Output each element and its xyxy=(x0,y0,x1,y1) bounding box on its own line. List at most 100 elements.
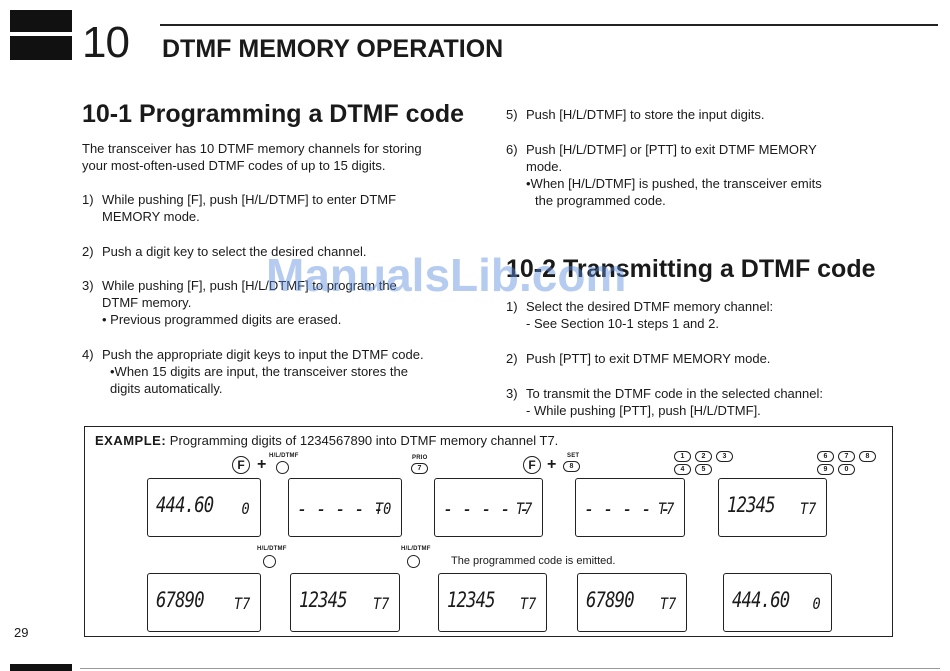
lcd-main-readout: - - - - - xyxy=(584,497,671,521)
step-bullet: the programmed code. xyxy=(535,193,666,208)
hl-dtmf-key-icon xyxy=(263,555,276,568)
lcd-display: - - - - - T0 xyxy=(288,478,402,537)
step-4: 4) Push the appropriate digit keys to in… xyxy=(82,346,477,397)
f-key-icon: F xyxy=(232,456,250,474)
digit-7-key-icon: 7 xyxy=(838,451,855,462)
lcd-channel-readout: T7 xyxy=(799,499,816,518)
lcd-channel-readout: 0 xyxy=(241,499,250,518)
digit-2-key-icon: 2 xyxy=(695,451,712,462)
page-number: 29 xyxy=(14,625,29,640)
lcd-main-readout: 444.60 xyxy=(156,493,214,517)
hl-dtmf-label: H/L/DTMF xyxy=(257,546,287,552)
section-1-left-column: The transceiver has 10 DTMF memory chann… xyxy=(82,140,477,397)
step-text: While pushing [F], push [H/L/DTMF] to pr… xyxy=(102,278,397,293)
digit-1-key-icon: 1 xyxy=(674,451,691,462)
step-sub: - See Section 10-1 steps 1 and 2. xyxy=(526,316,719,331)
digit-0-key-icon: 0 xyxy=(838,464,855,475)
lcd-main-readout: 12345 xyxy=(727,493,776,517)
step-6: 6) Push [H/L/DTMF] or [PTT] to exit DTMF… xyxy=(506,141,898,209)
lcd-channel-readout: T7 xyxy=(233,594,250,613)
intro-line-2: your most-often-used DTMF codes of up to… xyxy=(82,158,386,173)
step-text: While pushing [F], push [H/L/DTMF] to en… xyxy=(102,192,397,207)
chapter-number: 10 xyxy=(82,18,130,67)
example-caption: EXAMPLE: Programming digits of 123456789… xyxy=(95,433,558,448)
step-number: 1) xyxy=(82,192,94,207)
step-sub: - While pushing [PTT], push [H/L/DTMF]. xyxy=(526,403,761,418)
step-number: 6) xyxy=(506,142,518,157)
s2-step-2: 2) Push [PTT] to exit DTMF MEMORY mode. xyxy=(506,350,898,367)
hl-dtmf-label: H/L/DTMF xyxy=(401,546,431,552)
step-bullet: •When 15 digits are input, the transceiv… xyxy=(110,364,408,379)
plus-sign: + xyxy=(547,456,557,473)
s2-step-1: 1) Select the desired DTMF memory channe… xyxy=(506,298,898,332)
example-text: Programming digits of 1234567890 into DT… xyxy=(169,433,559,448)
digit-4-key-icon: 4 xyxy=(674,464,691,475)
lcd-main-readout: 12345 xyxy=(447,588,496,612)
step-text: mode. xyxy=(526,159,563,174)
example-box: EXAMPLE: Programming digits of 123456789… xyxy=(84,426,893,637)
lcd-channel-readout: T7 xyxy=(372,594,389,613)
section-1-heading: 10-1 Programming a DTMF code xyxy=(82,100,465,128)
lcd-display: 67890 T7 xyxy=(147,573,261,632)
step-text: DTMF memory. xyxy=(102,295,192,310)
lcd-channel-readout: 0 xyxy=(812,594,821,613)
step-text: To transmit the DTMF code in the selecte… xyxy=(526,386,823,401)
step-number: 3) xyxy=(506,386,518,401)
lcd-main-readout: 67890 xyxy=(586,588,635,612)
step-3: 3) While pushing [F], push [H/L/DTMF] to… xyxy=(82,277,477,328)
intro-line-1: The transceiver has 10 DTMF memory chann… xyxy=(82,141,422,156)
step-bullet: digits automatically. xyxy=(110,381,223,396)
step-bullet: •When [H/L/DTMF] is pushed, the transcei… xyxy=(526,176,822,191)
lcd-display: - - - - - T7 xyxy=(575,478,685,537)
watermark-text: ManualsLib.com xyxy=(266,249,627,301)
digit-9-key-icon: 9 xyxy=(817,464,834,475)
hl-dtmf-key-icon xyxy=(407,555,420,568)
step-text: Push [H/L/DTMF] or [PTT] to exit DTMF ME… xyxy=(526,142,817,157)
step-text: MEMORY mode. xyxy=(102,209,200,224)
step-text: Push a digit key to select the desired c… xyxy=(102,244,367,259)
section-2-heading: 10-2 Transmitting a DTMF code xyxy=(506,255,876,283)
prio-7-key-icon: 7 xyxy=(411,463,428,474)
step-2: 2) Push a digit key to select the desire… xyxy=(82,243,477,260)
step-text: Push [PTT] to exit DTMF MEMORY mode. xyxy=(526,351,771,366)
step-text: Select the desired DTMF memory channel: xyxy=(526,299,774,314)
hl-dtmf-key-icon xyxy=(276,461,289,474)
digit-6-key-icon: 6 xyxy=(817,451,834,462)
prio-label: PRIO xyxy=(412,455,428,461)
lcd-main-readout: - - - - - xyxy=(443,497,530,521)
step-number: 1) xyxy=(506,299,518,314)
lcd-display: 67890 T7 xyxy=(577,573,687,632)
chapter-title: DTMF MEMORY OPERATION xyxy=(162,35,504,63)
step-number: 3) xyxy=(82,278,94,293)
example-label: EXAMPLE: xyxy=(95,433,167,448)
s2-step-3: 3) To transmit the DTMF code in the sele… xyxy=(506,385,898,419)
lcd-main-readout: 12345 xyxy=(299,588,348,612)
digit-3-key-icon: 3 xyxy=(716,451,733,462)
section-2-column: 1) Select the desired DTMF memory channe… xyxy=(506,298,898,419)
lcd-main-readout: - - - - - xyxy=(297,497,384,521)
hl-dtmf-label: H/L/DTMF xyxy=(269,453,299,459)
lcd-display: 444.60 0 xyxy=(147,478,261,537)
emitted-note: The programmed code is emitted. xyxy=(451,555,616,567)
step-5: 5) Push [H/L/DTMF] to store the input di… xyxy=(506,106,898,123)
lcd-channel-readout: T7 xyxy=(519,594,536,613)
lcd-channel-readout: T7 xyxy=(515,499,532,518)
lcd-channel-readout: T7 xyxy=(657,499,674,518)
step-number: 2) xyxy=(506,351,518,366)
lcd-display: 12345 T7 xyxy=(718,478,827,537)
lcd-main-readout: 444.60 xyxy=(732,588,790,612)
chapter-tab-block-bottom xyxy=(10,36,72,60)
footer-tab-block xyxy=(10,664,72,671)
chapter-tab-block-top xyxy=(10,10,72,32)
lcd-display: 12345 T7 xyxy=(438,573,547,632)
section-1-right-column: 5) Push [H/L/DTMF] to store the input di… xyxy=(506,106,898,209)
step-text: Push the appropriate digit keys to input… xyxy=(102,347,424,362)
step-1: 1) While pushing [F], push [H/L/DTMF] to… xyxy=(82,191,477,225)
step-number: 2) xyxy=(82,244,94,259)
lcd-channel-readout: T7 xyxy=(659,594,676,613)
plus-sign: + xyxy=(257,456,267,473)
lcd-main-readout: 67890 xyxy=(156,588,205,612)
step-number: 4) xyxy=(82,347,94,362)
lcd-display: 12345 T7 xyxy=(290,573,400,632)
set-label: SET xyxy=(567,453,580,459)
